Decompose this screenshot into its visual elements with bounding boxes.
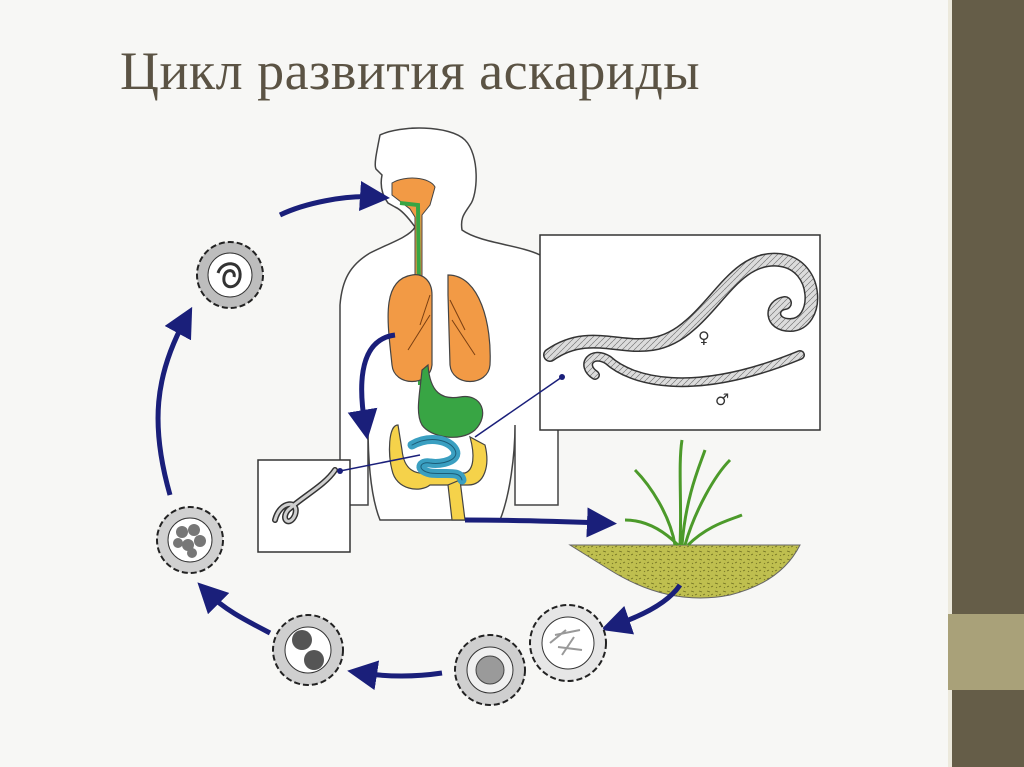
egg-morula (157, 507, 223, 573)
egg-single-cell (455, 635, 525, 705)
adult-worms-panel: ♀ ♂ (540, 235, 820, 430)
female-symbol: ♀ (698, 328, 710, 347)
egg-fresh (530, 605, 606, 681)
larva-panel (258, 460, 350, 552)
egg-two-cell (273, 615, 343, 685)
ascaris-life-cycle-diagram: ♀ ♂ (130, 125, 830, 735)
egg-embryo-coiled (197, 242, 263, 308)
slide-title: Цикл развития аскариды (120, 40, 920, 102)
sidebar-accent-block (948, 614, 1024, 690)
male-symbol: ♂ (715, 390, 729, 409)
grass-soil-icon (570, 440, 800, 598)
